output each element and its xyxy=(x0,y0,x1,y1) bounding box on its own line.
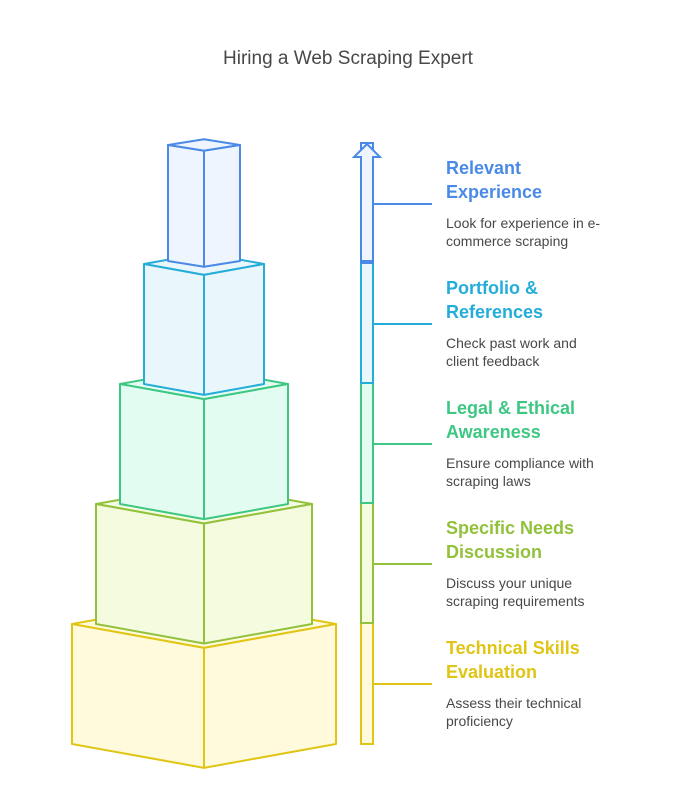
arrow-segment-specific-needs-discussion xyxy=(360,502,374,624)
block-portfolio-references xyxy=(143,252,265,396)
block-relevant-experience xyxy=(167,138,241,268)
description-line: proficiency xyxy=(446,713,513,729)
block-left-face xyxy=(119,383,205,521)
level-description: Ensure compliance with scraping laws xyxy=(446,454,686,490)
description-line: Discuss your unique xyxy=(446,575,573,591)
block-right-face xyxy=(203,144,241,268)
description-line: Ensure compliance with xyxy=(446,455,594,471)
arrow-segment-portfolio-references xyxy=(360,262,374,384)
stacked-blocks xyxy=(71,138,337,769)
level-description: Discuss your unique scraping requirements xyxy=(446,574,686,610)
heading-line: Legal & Ethical xyxy=(446,398,576,418)
arrow-up-icon xyxy=(351,142,383,745)
connector-lines xyxy=(373,203,432,685)
arrow-head xyxy=(351,142,383,262)
block-right-face xyxy=(203,383,289,521)
arrow-segment-technical-skills-evaluation xyxy=(360,622,374,745)
heading-line: Technical Skills xyxy=(446,638,580,658)
block-left-face xyxy=(71,623,205,769)
level-description: Look for experience in e-commerce scrapi… xyxy=(446,214,686,250)
heading-line: Awareness xyxy=(446,422,541,442)
heading-line: Relevant xyxy=(446,158,522,178)
heading-line: References xyxy=(446,302,544,322)
heading-line: Specific Needs xyxy=(446,518,575,538)
block-right-face xyxy=(203,263,265,396)
heading-line: Experience xyxy=(446,182,543,202)
description-line: Assess their technical xyxy=(446,695,582,711)
heading-line: Portfolio & xyxy=(446,278,538,298)
block-right-face xyxy=(203,623,337,769)
heading-line: Evaluation xyxy=(446,662,538,682)
level-description: Check past work and client feedback xyxy=(446,334,686,370)
block-right-face xyxy=(203,503,313,645)
block-left-face xyxy=(95,503,205,645)
description-line: commerce scraping xyxy=(446,233,569,249)
description-line: scraping requirements xyxy=(446,593,585,609)
description-line: scraping laws xyxy=(446,473,531,489)
level-description: Assess their technical proficiency xyxy=(446,694,686,730)
level-heading: Portfolio & References xyxy=(446,276,686,324)
block-left-face xyxy=(167,144,205,268)
description-line: Look for experience in e- xyxy=(446,215,601,231)
heading-line: Discussion xyxy=(446,542,543,562)
block-left-face xyxy=(143,263,205,396)
description-line: client feedback xyxy=(446,353,540,369)
arrow-segment-legal-ethical-awareness xyxy=(360,382,374,504)
description-line: Check past work and xyxy=(446,335,577,351)
diagram-title: Hiring a Web Scraping Expert xyxy=(223,48,473,69)
